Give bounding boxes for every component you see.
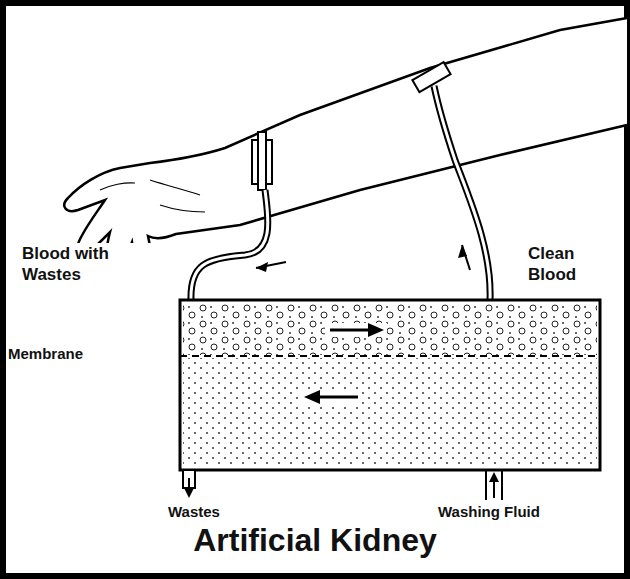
membrane-label: Membrane bbox=[8, 345, 83, 364]
hand-creases bbox=[100, 180, 205, 212]
tube-out bbox=[191, 190, 268, 300]
blood-compartment bbox=[183, 303, 597, 355]
frame bbox=[3, 3, 627, 576]
blood-flow-arrow bbox=[330, 329, 370, 332]
blood-label: Blood with Wastes bbox=[22, 243, 172, 286]
dialyzer-box-fill bbox=[180, 300, 600, 470]
arrow-patch bbox=[300, 390, 362, 404]
fluid-arrow-head bbox=[489, 472, 499, 482]
clean-blood-label: Clean Blood bbox=[528, 243, 620, 286]
washing-fluid-label: Washing Fluid bbox=[438, 503, 540, 522]
membrane-line bbox=[180, 355, 600, 357]
dialyzer-box bbox=[180, 300, 600, 470]
needle-hub bbox=[258, 132, 266, 190]
tube-in bbox=[434, 86, 490, 300]
flow-arrow-head bbox=[458, 245, 467, 258]
fluid-flow-arrow-head bbox=[304, 390, 320, 404]
tube-in-inner bbox=[434, 86, 490, 300]
fluid-compartment bbox=[183, 358, 597, 467]
blood-flow-arrow-head bbox=[368, 323, 384, 337]
fluid-flow-arrow bbox=[320, 396, 358, 399]
arm bbox=[64, 18, 627, 273]
fluid-inlet bbox=[501, 470, 503, 500]
tube-out-inner bbox=[191, 190, 268, 300]
flow-arrow-head bbox=[256, 262, 268, 272]
fluid-inlet bbox=[485, 470, 487, 500]
title: Artificial Kidney bbox=[0, 520, 630, 560]
waste-arrow-head bbox=[184, 488, 194, 498]
arrow-patch bbox=[325, 323, 387, 337]
wastes-label: Wastes bbox=[168, 503, 220, 522]
